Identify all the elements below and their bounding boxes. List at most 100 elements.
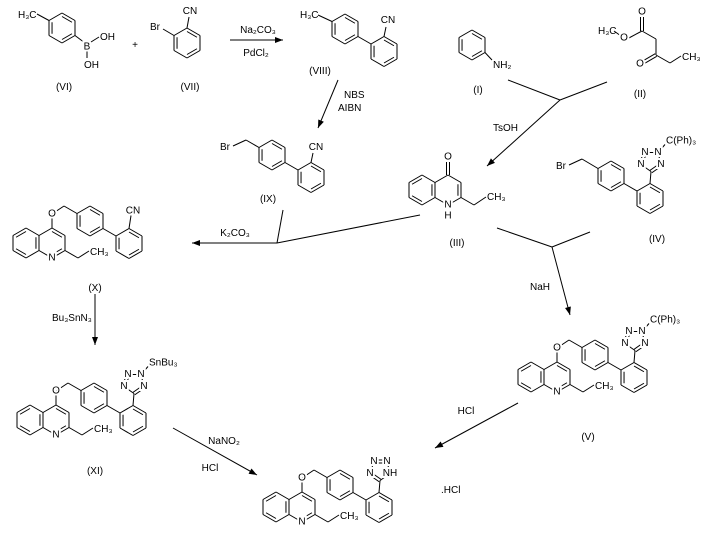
x-oxygen: O: [48, 209, 56, 220]
bond: [74, 35, 86, 44]
ring-bond: [186, 27, 201, 36]
bond: [460, 197, 475, 206]
ring-bond: [331, 36, 346, 45]
ring-double-bond: [93, 403, 105, 410]
ring-bond: [383, 58, 398, 67]
ring-bond: [61, 12, 76, 21]
ring-double-bond: [610, 164, 622, 171]
bond: [77, 250, 90, 259]
double-bond: [132, 384, 144, 393]
ring-double-bond: [339, 490, 351, 497]
ring-bond: [458, 29, 473, 38]
x-nitrogen: N: [48, 253, 55, 264]
ii-methyl-label: H₃C: [598, 26, 617, 37]
ring-bond: [80, 382, 95, 391]
plus-sign: +: [132, 40, 138, 51]
compound-label-xi: (XI): [87, 466, 103, 477]
bond: [556, 339, 570, 349]
ring-bond: [370, 36, 385, 45]
bond: [568, 339, 583, 348]
product-tetrazole-n: NH: [383, 468, 397, 479]
double-bond: [651, 165, 663, 174]
ring-bond: [12, 227, 27, 236]
ring-bond: [339, 469, 354, 478]
cyclization-arrow: [486, 99, 561, 167]
ring-bond: [16, 404, 31, 413]
merge-line: [551, 231, 591, 248]
ring-bond: [128, 250, 143, 259]
ring-double-bond: [471, 33, 483, 40]
bond: [67, 382, 82, 391]
compound-label-x: (X): [88, 283, 101, 294]
compound-label-ix: (IX): [260, 194, 276, 205]
bond: [641, 331, 646, 344]
compound-label-vii: (VII): [181, 82, 200, 93]
ring-bond: [25, 250, 40, 259]
x-nitrile: CN: [126, 206, 140, 217]
ring-bond: [80, 405, 95, 414]
v-tetrazole-n: N: [625, 326, 632, 337]
compound-label-viii: (VIII): [309, 66, 331, 77]
ring-bond: [597, 160, 612, 169]
reagent-nbs: NBS: [344, 90, 365, 101]
product-tetrazole-n: N: [383, 456, 390, 467]
product-nitrogen: N: [298, 517, 305, 528]
ring-bond: [16, 427, 31, 436]
merge-line: [276, 214, 421, 244]
ii-methyl-label: CH₃: [682, 52, 701, 63]
ring-bond: [633, 362, 648, 371]
bond: [36, 13, 50, 21]
bond: [284, 162, 299, 171]
bond: [669, 55, 682, 64]
bond: [607, 362, 622, 371]
ix-bromine: Br: [220, 142, 231, 153]
vi-boron: B: [84, 42, 91, 53]
bond: [568, 158, 583, 166]
ring-bond: [262, 514, 277, 523]
bond: [128, 215, 132, 229]
bond: [81, 427, 94, 436]
product-methyl-label: CH₃: [340, 511, 359, 522]
ring-bond: [288, 514, 303, 523]
ring-bond: [275, 491, 290, 500]
ring-bond: [297, 162, 312, 171]
ring-bond: [186, 50, 201, 59]
product-oxygen: O: [298, 473, 306, 484]
double-bond: [644, 55, 658, 64]
ring-double-bond: [633, 365, 645, 373]
ring-double-bond: [19, 425, 31, 432]
ring-bond: [48, 35, 63, 44]
ring-double-bond: [271, 160, 283, 167]
bond: [641, 30, 657, 40]
reagent-nano2: NaNO₂: [208, 436, 240, 447]
ring-double-bond: [344, 17, 356, 24]
ring-bond: [620, 362, 635, 371]
bond: [313, 469, 328, 478]
bond: [613, 30, 622, 37]
ring-bond: [556, 384, 571, 393]
ring-double-bond: [378, 512, 390, 520]
arrowhead-icon: [92, 337, 98, 345]
double-bond: [623, 330, 629, 344]
ring-bond: [25, 227, 40, 236]
bond: [162, 28, 175, 36]
bond: [655, 54, 671, 64]
merge-line: [496, 227, 553, 248]
hcl-salt-label: .HCl: [441, 485, 460, 496]
vi-methyl-label: H₃C: [18, 10, 37, 21]
vii-bromine: Br: [150, 22, 161, 33]
ring-bond: [93, 382, 108, 391]
vii-nitrile: CN: [183, 6, 197, 17]
ring-bond: [51, 227, 66, 236]
ring-double-bond: [271, 143, 283, 150]
xi-tetrazole-substituent: SnBu₃: [149, 358, 178, 369]
compound-label-iii: (III): [450, 238, 465, 249]
reagent-pdcl2: PdCl₂: [243, 48, 269, 59]
xi-tetrazole-n: N: [140, 381, 147, 392]
ring-double-bond: [411, 195, 423, 202]
ring-bond: [173, 27, 188, 36]
bond: [90, 36, 100, 43]
ring-bond: [271, 139, 286, 148]
compound-label-vi: (VI): [56, 82, 72, 93]
